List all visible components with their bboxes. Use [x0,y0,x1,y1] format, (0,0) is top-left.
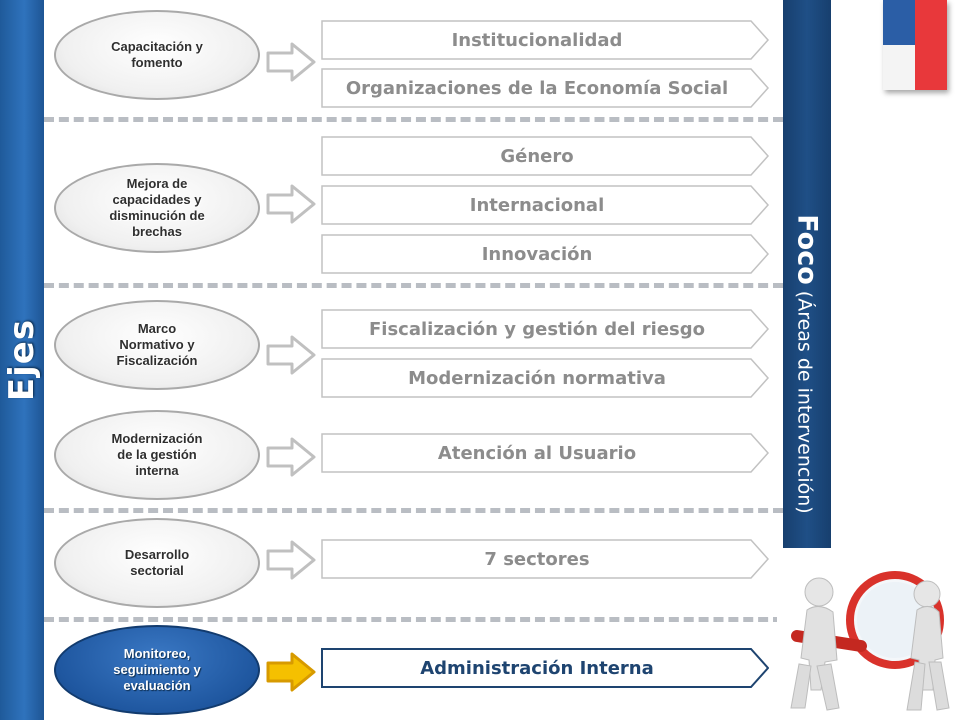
focus-item: Internacional [321,185,769,225]
focus-item: Innovación [321,234,769,274]
section-divider [44,617,783,622]
left-axis-bar [0,0,44,720]
arrow-right-icon [264,335,320,375]
right-focus-title: Foco (Áreas de intervención) [791,214,823,514]
left-axis-title: Ejes [2,318,42,402]
arrow-right-icon [264,184,320,224]
people-with-magnifying-glass-icon [777,550,960,720]
section-divider [44,508,783,513]
focus-item: Organizaciones de la Economía Social [321,68,769,108]
section-divider [44,117,783,122]
arrow-right-icon [264,437,320,477]
arrow-right-icon [264,652,320,692]
focus-item: Atención al Usuario [321,433,769,473]
focus-item: Fiscalización y gestión del riesgo [321,309,769,349]
focus-item: Institucionalidad [321,20,769,60]
section-divider [44,283,783,288]
arrow-right-icon [264,540,320,580]
focus-item: Género [321,136,769,176]
right-focus-bar [783,0,831,548]
focus-item-active: Administración Interna [321,648,769,688]
focus-item: 7 sectores [321,539,769,579]
focus-item: Modernización normativa [321,358,769,398]
arrow-right-icon [264,42,320,82]
chile-flag-icon [883,0,947,90]
